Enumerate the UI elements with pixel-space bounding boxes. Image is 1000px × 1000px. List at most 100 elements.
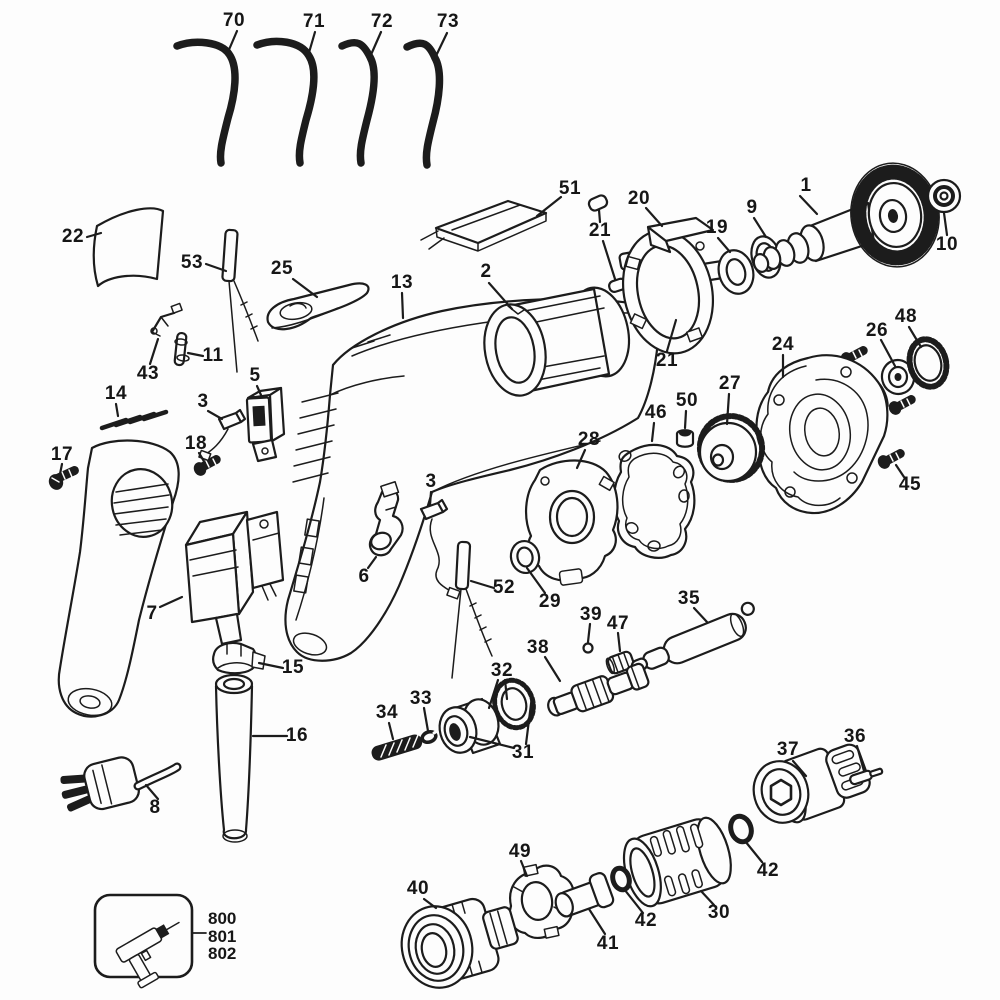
part-29-ring (509, 539, 541, 575)
part-39-ball (582, 642, 594, 654)
part-37-nose-holder (752, 743, 871, 824)
part-36-bit (849, 767, 884, 786)
part-71-cord-hook (253, 37, 318, 167)
part-51-module (420, 199, 548, 252)
part-16-cord-protector (214, 673, 254, 843)
callout-6: 6 (358, 566, 370, 587)
callout-31: 31 (511, 742, 535, 763)
legend-item-802: 802 (208, 944, 237, 963)
callout-3a: 3 (197, 391, 209, 412)
callout-33: 33 (409, 688, 433, 709)
part-31-clutch-collar (438, 677, 536, 755)
callout-53: 53 (180, 252, 204, 273)
part-7-switch (184, 510, 285, 646)
part-73-cord-hook (403, 39, 444, 169)
callout-18: 18 (184, 433, 208, 454)
callout-13: 13 (390, 272, 414, 293)
part-5-brush-holder (245, 386, 286, 463)
callout-34: 34 (375, 702, 399, 723)
part-45-screw (877, 449, 905, 469)
leader-lines (58, 29, 949, 936)
part-28-retainer-plate (525, 459, 619, 586)
callout-10: 10 (935, 234, 959, 255)
callout-42a: 42 (756, 860, 780, 881)
part-15-cord-clamp (211, 641, 266, 675)
part-25-lock-lever (266, 282, 370, 331)
callout-3b: 3 (425, 471, 437, 492)
callout-26: 26 (865, 320, 889, 341)
callout-35: 35 (677, 588, 701, 609)
drill-icon (115, 921, 180, 989)
callout-30: 30 (707, 902, 731, 923)
part-40-nose-cone (400, 897, 519, 989)
part-8-cord (60, 756, 182, 812)
part-38-spindle (547, 662, 650, 717)
callout-29: 29 (538, 591, 562, 612)
callout-19: 19 (705, 217, 729, 238)
callout-39: 39 (579, 604, 603, 625)
part-46-gasket (612, 443, 696, 559)
callout-2: 2 (480, 261, 492, 282)
part-26-bearing (880, 358, 916, 396)
legend-item-801: 801 (208, 927, 237, 946)
callout-70: 70 (222, 10, 246, 31)
callout-73: 73 (436, 11, 460, 32)
part-3-brush-b (419, 498, 461, 600)
part-2-field (483, 286, 631, 397)
callout-14: 14 (104, 383, 128, 404)
part-11-pin (173, 331, 190, 367)
callout-40: 40 (406, 878, 430, 899)
callout-7: 7 (146, 603, 158, 624)
part-17-screw (48, 466, 79, 490)
callout-43: 43 (136, 363, 160, 384)
callout-51: 51 (558, 178, 582, 199)
part-18-screw (193, 455, 221, 476)
callout-15: 15 (281, 657, 305, 678)
callout-50: 50 (675, 390, 699, 411)
part-22-nameplate (92, 207, 165, 288)
callout-46: 46 (644, 402, 668, 423)
legend-item-800: 800 (208, 909, 237, 928)
part-43-bracket (150, 302, 183, 337)
callout-25: 25 (270, 258, 294, 279)
part-42-oring-a (728, 813, 754, 845)
callout-27: 27 (718, 373, 742, 394)
part-6-brush-holder (368, 481, 404, 557)
part-30-adjust-collar (622, 816, 732, 908)
callout-47: 47 (606, 613, 630, 634)
screw-mid (888, 395, 916, 415)
callout-22: 22 (61, 226, 85, 247)
part-52-brush-lead (451, 540, 493, 679)
part-1-armature (752, 162, 940, 273)
callout-21b: 21 (655, 350, 679, 371)
callout-17: 17 (50, 444, 74, 465)
callout-24: 24 (771, 334, 795, 355)
callout-45: 45 (898, 474, 922, 495)
callout-48: 48 (894, 306, 918, 327)
callout-16: 16 (285, 725, 309, 746)
callout-42b: 42 (634, 910, 658, 931)
callout-11: 11 (202, 345, 224, 366)
part-34-spring (371, 734, 423, 761)
part-70-cord-hook (173, 38, 239, 167)
callout-21a: 21 (588, 220, 612, 241)
part-35-shaft (630, 601, 755, 673)
callout-71: 71 (302, 11, 326, 32)
callout-1: 1 (800, 175, 812, 196)
part-48-retaining-ring (906, 336, 950, 390)
callout-20: 20 (627, 188, 651, 209)
part-24-gear-case (755, 354, 889, 515)
part-33-clip (420, 728, 441, 745)
part-50-nut (675, 429, 695, 448)
part-14-handle (57, 409, 180, 718)
part-72-cord-hook (338, 38, 378, 167)
callout-72: 72 (370, 11, 394, 32)
part-21-pin-a (587, 194, 609, 212)
callout-8: 8 (149, 797, 161, 818)
callout-49: 49 (508, 841, 532, 862)
part-27-gear (696, 413, 766, 483)
callout-28: 28 (577, 429, 601, 450)
callout-41: 41 (596, 933, 620, 954)
